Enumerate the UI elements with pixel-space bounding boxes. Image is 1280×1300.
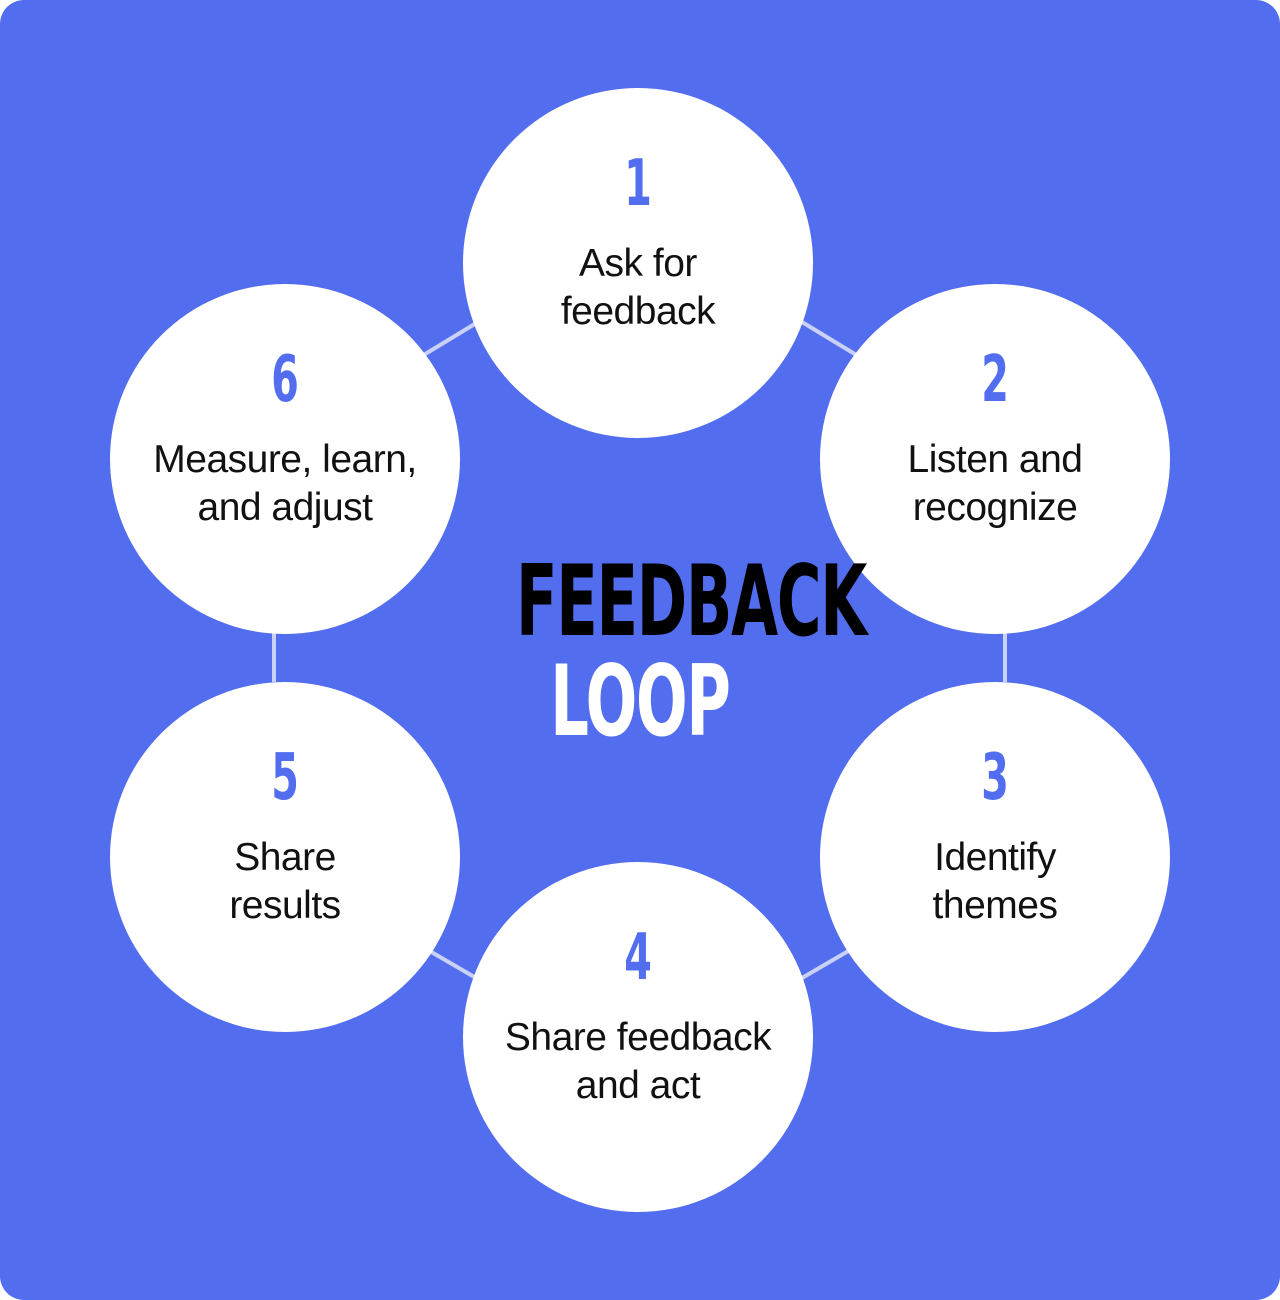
step-2-label-line2: recognize <box>912 486 1078 529</box>
step-3-label-line2: themes <box>932 884 1058 927</box>
step-1-label: Ask for feedback <box>560 240 716 336</box>
step-6-label: Measure, learn, and adjust <box>153 436 417 532</box>
step-4-label: Share feedback and act <box>504 1014 772 1110</box>
step-3-number: 3 <box>981 741 1010 815</box>
title-line-feedback: FEEDBACK <box>516 545 867 659</box>
step-6-label-line1: Measure, learn, <box>153 438 417 481</box>
step-4-label-line1: Share feedback <box>504 1016 772 1059</box>
title-line-loop: LOOP <box>550 645 731 759</box>
step-3-label: Identify themes <box>933 834 1058 930</box>
step-2-label: Listen and recognize <box>908 436 1083 532</box>
step-4-circle: 4 Share feedback and act <box>463 862 813 1212</box>
step-5-label-line1: Share <box>234 836 336 879</box>
step-4-number: 4 <box>624 921 653 995</box>
step-5-label: Share results <box>229 834 341 930</box>
step-2-circle: 2 Listen and recognize <box>820 284 1170 634</box>
connector-6-1 <box>420 320 480 358</box>
step-6-circle: 6 Measure, learn, and adjust <box>110 284 460 634</box>
step-5-label-line2: results <box>229 884 341 927</box>
step-5-number: 5 <box>271 741 300 815</box>
step-6-number: 6 <box>271 343 300 417</box>
step-2-number: 2 <box>981 343 1010 417</box>
step-2-label-line1: Listen and <box>907 438 1083 481</box>
diagram-title: FEEDBACK LOOP <box>440 545 867 759</box>
step-4-label-line2: and act <box>575 1064 701 1107</box>
connector-3-4 <box>800 948 852 980</box>
step-1-label-line1: Ask for <box>579 242 697 285</box>
connector-4-5 <box>426 948 478 980</box>
connector-1-2 <box>800 320 860 358</box>
step-1-label-line2: feedback <box>560 290 716 333</box>
step-1-circle: 1 Ask for feedback <box>463 88 813 438</box>
step-3-circle: 3 Identify themes <box>820 682 1170 1032</box>
step-6-label-line2: and adjust <box>197 486 373 529</box>
step-5-circle: 5 Share results <box>110 682 460 1032</box>
step-1-number: 1 <box>624 147 653 221</box>
step-3-label-line1: Identify <box>934 836 1056 879</box>
